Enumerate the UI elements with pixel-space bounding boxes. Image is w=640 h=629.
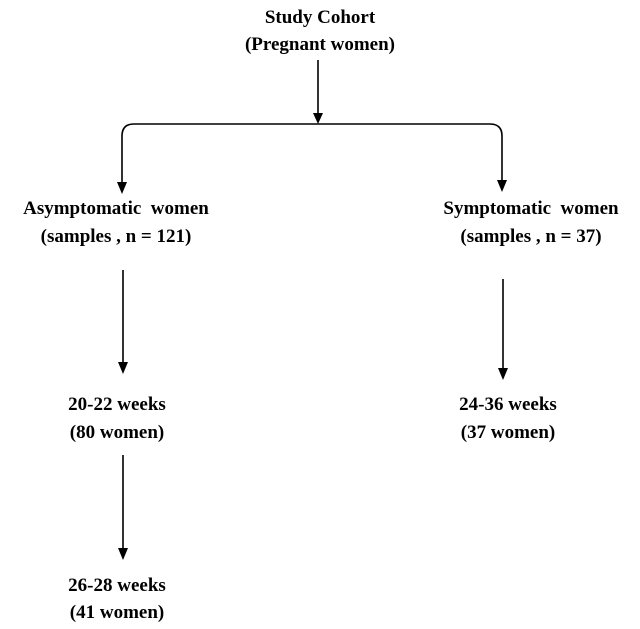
study-cohort-title: Study Cohort — [265, 7, 376, 28]
arrowhead-to-asymptomatic — [117, 182, 127, 194]
arrowhead-asym-stage1 — [118, 362, 128, 374]
symptomatic-title: Symptomatic women — [443, 198, 619, 219]
sym-stage1-subtitle: (37 women) — [461, 422, 555, 443]
arrowhead-to-symptomatic — [497, 180, 507, 192]
node-24-36-weeks: 24-36 weeks (37 women) — [459, 394, 557, 443]
sym-stage1-title: 24-36 weeks — [459, 394, 557, 415]
arrowhead-stage2 — [118, 548, 128, 560]
node-study-cohort: Study Cohort (Pregnant women) — [245, 7, 395, 55]
asym-stage1-title: 20-22 weeks — [68, 394, 166, 415]
study-cohort-subtitle: (Pregnant women) — [245, 34, 395, 55]
symptomatic-subtitle: (samples , n = 37) — [460, 226, 601, 247]
node-26-28-weeks: 26-28 weeks (41 women) — [68, 575, 166, 623]
node-asymptomatic-women: Asymptomatic women (samples , n = 121) — [23, 198, 209, 247]
connector-split-bar — [121, 123, 503, 186]
arrowhead-sym-stage1 — [498, 368, 508, 380]
asym-stage1-subtitle: (80 women) — [70, 422, 164, 443]
asym-stage2-subtitle: (41 women) — [70, 602, 164, 623]
node-20-22-weeks: 20-22 weeks (80 women) — [68, 394, 166, 443]
asymptomatic-subtitle: (samples , n = 121) — [41, 226, 192, 247]
arrowhead-root — [313, 113, 323, 124]
asym-stage2-title: 26-28 weeks — [68, 575, 166, 596]
node-symptomatic-women: Symptomatic women (samples , n = 37) — [443, 198, 619, 247]
asymptomatic-title: Asymptomatic women — [23, 198, 209, 219]
